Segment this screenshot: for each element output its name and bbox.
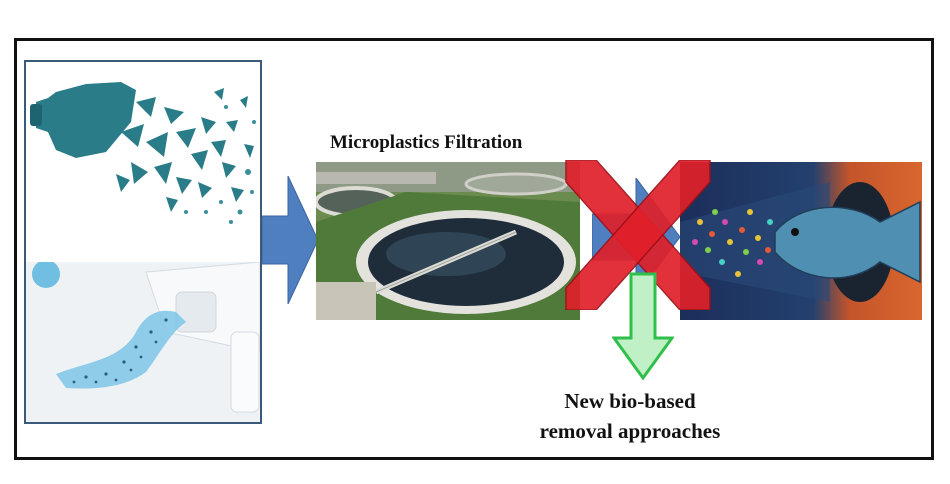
approaches-line-1: New bio-based <box>564 389 696 413</box>
approaches-line-2: removal approaches <box>539 419 721 443</box>
filtration-title: Microplastics Filtration <box>330 132 523 153</box>
right-arrow-icon <box>262 176 318 304</box>
plastic-bottle-fragments-image <box>26 62 260 262</box>
fish-eating-microplastics-image <box>680 162 922 320</box>
new-approaches-label: New bio-based removal approaches <box>500 386 760 446</box>
red-x-icon <box>565 160 711 310</box>
wastewater-treatment-plant-image <box>316 162 580 320</box>
microplastic-sources-panel <box>24 60 262 424</box>
toothpaste-microbeads-image <box>26 262 260 422</box>
down-arrow-icon <box>612 272 674 381</box>
